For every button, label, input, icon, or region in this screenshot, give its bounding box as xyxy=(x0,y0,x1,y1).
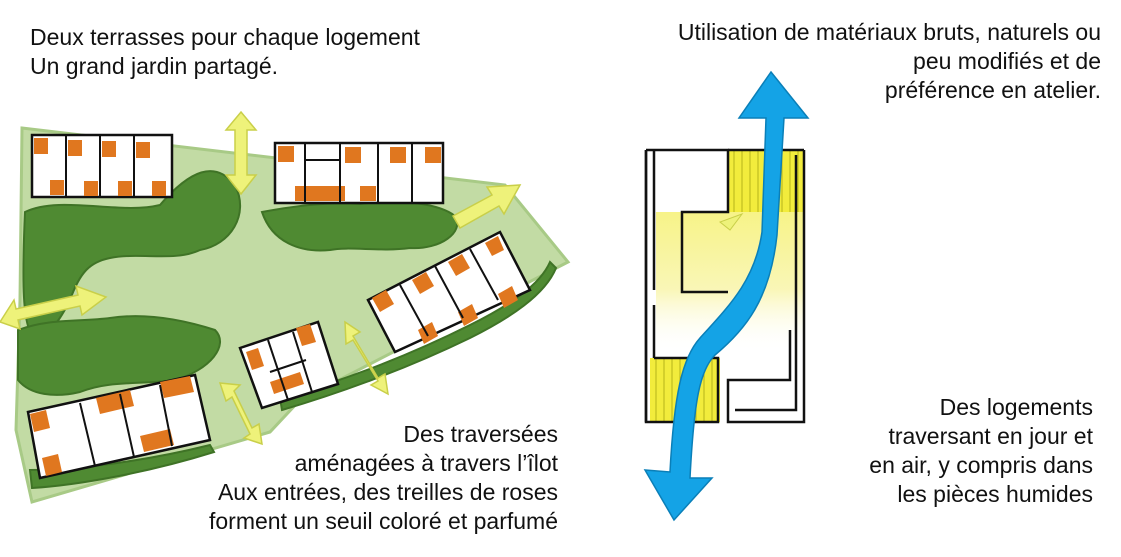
housing-block-bottom-left xyxy=(26,373,212,480)
access-arrows xyxy=(0,110,522,446)
double-arrow-icon xyxy=(224,110,258,196)
tree-masses xyxy=(17,170,558,490)
double-arrow-icon xyxy=(218,382,263,446)
housing-block-right xyxy=(366,230,532,354)
caption-line: Des logements xyxy=(939,394,1093,420)
caption-line: Utilisation de matériaux bruts, naturels… xyxy=(677,19,1101,45)
caption-terraces-garden: Deux terrasses pour chaque logement Un g… xyxy=(30,23,420,81)
caption-line: Deux terrasses pour chaque logement xyxy=(30,24,420,50)
caption-materials: Utilisation de matériaux bruts, naturels… xyxy=(678,18,1101,105)
caption-line: Un grand jardin partagé. xyxy=(30,53,279,79)
arrow-icon xyxy=(718,212,744,231)
housing-block-top-left xyxy=(30,133,174,199)
caption-line: les pièces humides xyxy=(897,481,1093,507)
caption-line: préférence en atelier. xyxy=(884,77,1101,103)
caption-line: forment un seuil coloré et parfumé xyxy=(208,508,558,534)
caption-line: en air, y compris dans xyxy=(869,452,1093,478)
caption-crossings: Des traversées aménagées à travers l’îlo… xyxy=(209,420,558,536)
housing-block-center xyxy=(238,320,340,410)
caption-line: aménagées à travers l’îlot xyxy=(294,450,558,476)
caption-through-housing: Des logements traversant en jour et en a… xyxy=(869,393,1093,509)
caption-line: Aux entrées, des treilles de roses xyxy=(217,479,558,505)
caption-line: Des traversées xyxy=(403,421,558,447)
through-air-arrow xyxy=(643,70,810,522)
housing-block-top-right xyxy=(273,141,445,205)
double-arrow-icon xyxy=(344,320,389,396)
double-arrow-icon xyxy=(0,284,108,331)
housing-section-diagram xyxy=(643,70,810,522)
caption-line: traversant en jour et xyxy=(888,423,1093,449)
arrow-icon xyxy=(451,184,522,230)
caption-line: peu modifiés et de xyxy=(913,48,1101,74)
